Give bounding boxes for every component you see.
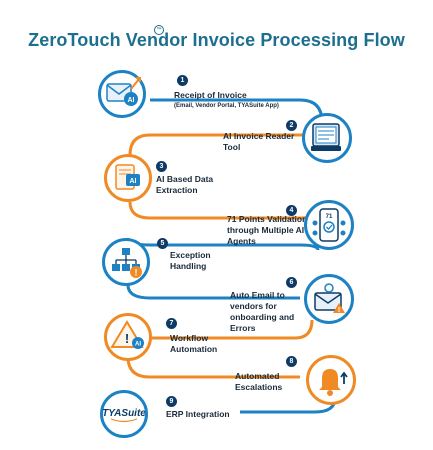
svg-text:AI: AI <box>128 97 135 104</box>
tyasuite-logo: TYASuite <box>100 390 148 438</box>
step-number: 4 <box>286 205 297 216</box>
step-label: Receipt of Invoice <box>174 90 247 100</box>
page-title: ZeroTouch Vendor Invoice Processing Flow… <box>28 25 405 50</box>
step-label: Exception Handling <box>170 250 211 271</box>
step-number: 5 <box>157 238 168 249</box>
step-sublabel: (Email, Vendor Portal, TYASuite App) <box>174 103 279 109</box>
connector-2-3 <box>128 133 305 156</box>
step-number: 1 <box>177 75 188 86</box>
svg-text:AI: AI <box>130 178 137 185</box>
step-number: 8 <box>286 356 297 367</box>
ai-document-icon: AI <box>104 154 152 202</box>
step-label: AI Invoice Reader Tool <box>223 131 295 152</box>
warning-ai-icon: ! AI <box>104 313 152 361</box>
trademark-icon: ™ <box>154 25 165 35</box>
step-label: 71 Points Validation through Multiple AI… <box>227 214 308 246</box>
svg-text:!: ! <box>135 268 138 278</box>
step-label: Auto Email to vendors for onboarding and… <box>230 290 295 333</box>
connector-5-6 <box>126 284 300 300</box>
step-label: Workflow Automation <box>170 333 218 354</box>
logo-text: TYASuite <box>103 408 145 419</box>
validation-phone-icon: 71 <box>304 200 354 250</box>
email-ai-icon: AI <box>98 70 146 118</box>
step-number: 2 <box>286 120 297 131</box>
step-number: 7 <box>166 318 177 329</box>
step-number: 6 <box>286 277 297 288</box>
hierarchy-alert-icon: ! <box>102 238 150 286</box>
invoice-reader-icon <box>302 113 352 163</box>
bell-icon <box>306 355 356 405</box>
svg-text:!: ! <box>338 307 340 314</box>
step-number: 3 <box>156 161 167 172</box>
svg-text:AI: AI <box>135 342 141 348</box>
email-warning-icon: ! <box>304 274 354 324</box>
svg-text:!: ! <box>125 331 129 346</box>
step-label: AI Based Data Extraction <box>156 174 214 195</box>
step-label: ERP Integration <box>166 409 230 419</box>
connector-6-7 <box>150 319 314 340</box>
step-label: Automated Escalations <box>235 371 283 392</box>
validation-badge: 71 <box>326 214 333 220</box>
step-number: 9 <box>166 396 177 407</box>
